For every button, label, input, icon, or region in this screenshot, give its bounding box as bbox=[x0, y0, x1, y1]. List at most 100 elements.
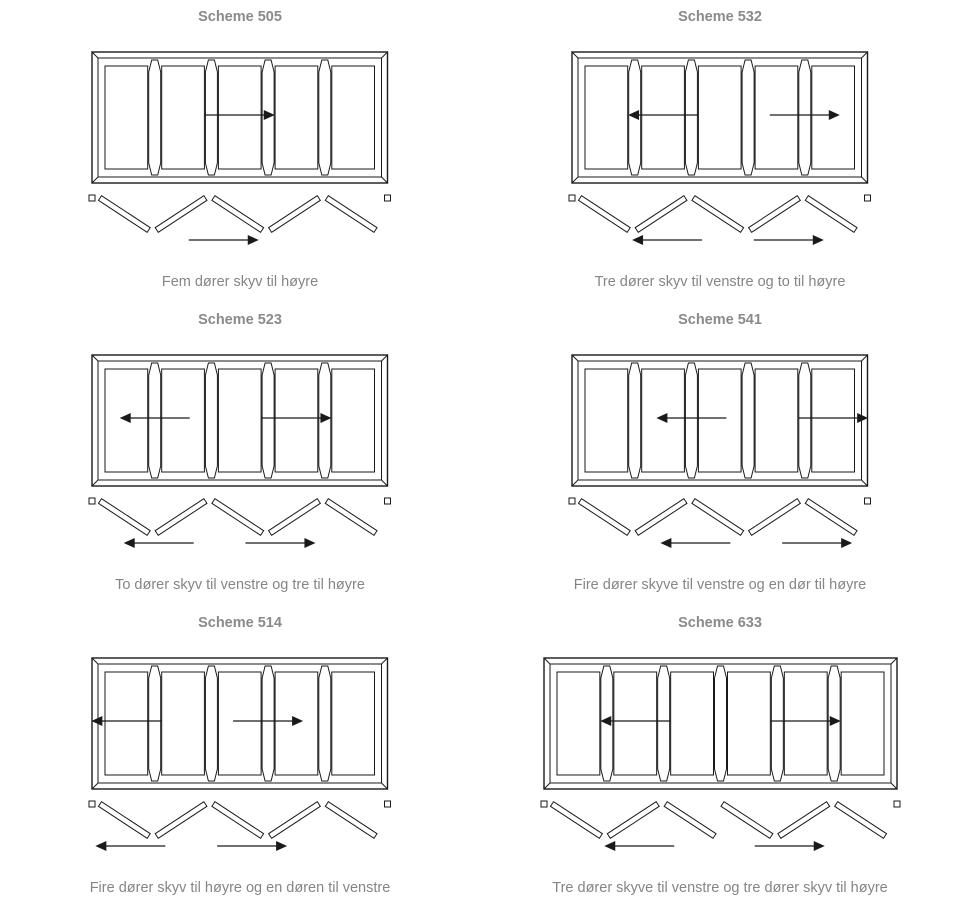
door-panel bbox=[811, 65, 855, 170]
panel-hinge bbox=[204, 59, 218, 176]
frame-corner bbox=[381, 354, 388, 362]
panel-hinge bbox=[684, 362, 698, 479]
door-panel bbox=[104, 65, 149, 170]
panel-hinge bbox=[798, 362, 812, 479]
arrow-head bbox=[632, 235, 644, 245]
arrow-head bbox=[628, 110, 640, 120]
panel-hinge bbox=[318, 362, 332, 479]
door-frame-inner bbox=[549, 663, 892, 784]
door-frame bbox=[91, 354, 389, 487]
scheme-caption: Tre dører skyv til venstre og to til høy… bbox=[594, 274, 846, 290]
door-panel bbox=[697, 368, 742, 473]
frame-corner bbox=[91, 782, 99, 790]
arrow-head bbox=[813, 841, 825, 851]
panel-hinge bbox=[741, 59, 755, 176]
door-panel bbox=[217, 65, 262, 170]
door-panel bbox=[556, 671, 601, 776]
door-leaf bbox=[663, 800, 717, 840]
pivot-left bbox=[568, 497, 576, 505]
door-frame bbox=[91, 657, 389, 790]
panel-hinge bbox=[148, 665, 162, 782]
pivot-left bbox=[88, 800, 96, 808]
arrow-head bbox=[91, 716, 103, 726]
door-diagram bbox=[88, 657, 391, 851]
door-leaf bbox=[211, 800, 265, 840]
frame-corner bbox=[381, 657, 388, 665]
panel-hinge bbox=[261, 362, 275, 479]
panel-hinge bbox=[628, 59, 642, 176]
door-panel bbox=[754, 368, 799, 473]
panel-hinge bbox=[261, 665, 275, 782]
arrow-head bbox=[656, 413, 668, 423]
scheme-title: Scheme 514 bbox=[198, 615, 282, 631]
arrow-head bbox=[812, 235, 824, 245]
frame-corner bbox=[381, 51, 388, 59]
door-diagram bbox=[568, 51, 871, 245]
scheme-title: Scheme 505 bbox=[198, 9, 282, 25]
door-panel bbox=[613, 671, 658, 776]
panel-hinge bbox=[148, 59, 162, 176]
door-leaf bbox=[691, 497, 745, 537]
pivot-left bbox=[540, 800, 548, 808]
door-panel bbox=[274, 65, 319, 170]
door-panel bbox=[840, 671, 885, 776]
panel-hinge bbox=[657, 665, 671, 782]
door-leaf bbox=[606, 800, 660, 840]
door-leaf bbox=[634, 497, 688, 537]
panel-hinge bbox=[741, 362, 755, 479]
frame-corner bbox=[91, 354, 99, 362]
door-panel bbox=[641, 368, 685, 473]
door-panel bbox=[670, 671, 715, 776]
frame-corner bbox=[861, 354, 868, 362]
door-leaf bbox=[211, 497, 265, 537]
scheme-633-card: Scheme 633 Tre dører skyve til venstre o… bbox=[480, 606, 960, 909]
door-panel bbox=[274, 368, 319, 473]
door-diagram bbox=[88, 51, 391, 245]
panel-hinge bbox=[261, 59, 275, 176]
frame-corner bbox=[91, 479, 99, 487]
frame-corner bbox=[571, 176, 579, 184]
door-leaf bbox=[267, 800, 322, 840]
door-panel bbox=[697, 65, 742, 170]
arrow-head bbox=[841, 538, 853, 548]
door-leaf bbox=[154, 800, 208, 840]
frame-corner bbox=[571, 479, 579, 487]
door-frame-inner bbox=[97, 663, 382, 784]
pivot-left bbox=[88, 194, 96, 202]
door-frame-inner bbox=[577, 360, 862, 481]
frame-corner bbox=[381, 782, 388, 790]
frame-corner bbox=[890, 657, 898, 665]
panel-hinge bbox=[204, 665, 218, 782]
door-leaf bbox=[549, 800, 604, 840]
arrow-head bbox=[857, 413, 869, 423]
door-leaf bbox=[324, 497, 378, 537]
panel-hinge bbox=[628, 362, 642, 479]
frame-corner bbox=[890, 782, 898, 790]
door-leaf bbox=[747, 194, 802, 234]
door-panel bbox=[331, 65, 375, 170]
door-panel bbox=[331, 671, 375, 776]
door-leaf bbox=[154, 194, 208, 234]
door-leaf bbox=[324, 800, 378, 840]
door-diagram bbox=[540, 657, 901, 851]
arrow-head bbox=[123, 538, 135, 548]
scheme-caption: To dører skyv til venstre og tre til høy… bbox=[115, 577, 365, 593]
frame-corner bbox=[91, 176, 99, 184]
frame-corner bbox=[571, 354, 579, 362]
door-frame-inner bbox=[97, 360, 382, 481]
door-frame bbox=[571, 51, 869, 184]
scheme-541-card: Scheme 541 Fire dører skyve til venstre … bbox=[480, 303, 960, 606]
door-frame bbox=[571, 354, 869, 487]
panel-hinge bbox=[318, 59, 332, 176]
scheme-title: Scheme 532 bbox=[678, 9, 762, 25]
frame-corner bbox=[91, 51, 99, 59]
door-leaf bbox=[154, 497, 208, 537]
door-panel bbox=[161, 65, 205, 170]
door-panel bbox=[104, 368, 149, 473]
door-panel bbox=[274, 671, 319, 776]
panel-hinge bbox=[770, 665, 784, 782]
scheme-532-card: Scheme 532 Tre dører skyv til venstre og… bbox=[480, 0, 960, 303]
scheme-505-card: Scheme 505 Fem dører skyv til høyre bbox=[0, 0, 480, 303]
scheme-title: Scheme 523 bbox=[198, 312, 282, 328]
door-panel bbox=[331, 368, 375, 473]
